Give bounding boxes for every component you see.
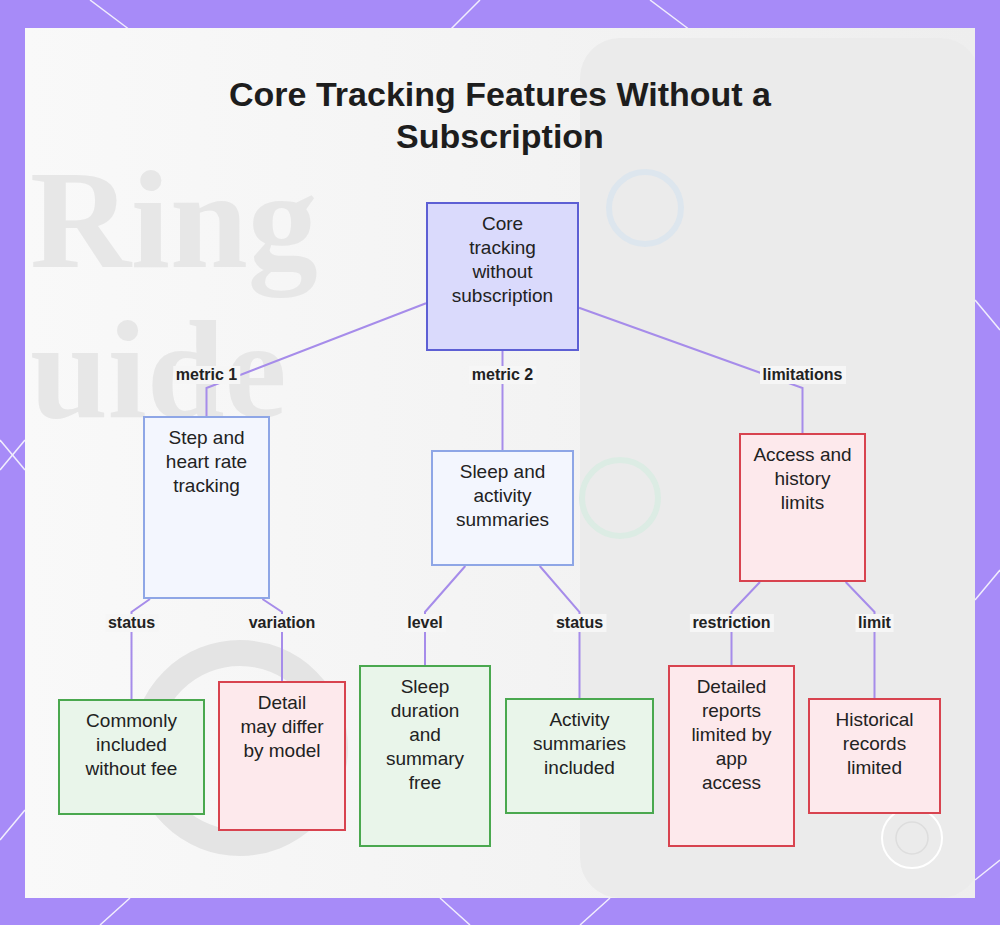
included-box: Commonly included without fee	[58, 699, 205, 815]
device-ring	[582, 460, 658, 536]
node-text: Sleep and activity summaries	[448, 460, 558, 532]
node-text: Sleep duration and summary free	[378, 675, 473, 795]
caveat-box: Historical records limited	[808, 698, 941, 814]
limit-box: Access and history limits	[739, 433, 866, 582]
connector-line	[846, 582, 875, 698]
edge-label: limit	[855, 614, 894, 632]
edge-label: metric 2	[469, 366, 536, 384]
caveat-box: Detail may differ by model	[218, 681, 346, 831]
edge-label: restriction	[689, 614, 773, 632]
edge-label: status	[553, 614, 606, 632]
caveat-box: Detailed reports limited by app access	[668, 665, 795, 847]
node-text: Detailed reports limited by app access	[687, 675, 777, 795]
root-box: Core tracking without subscription	[426, 202, 579, 351]
category-box: Sleep and activity summaries	[431, 450, 574, 566]
logo-circle	[882, 808, 942, 868]
connector-line	[207, 303, 427, 416]
edge-label: status	[105, 614, 158, 632]
connector-line	[262, 599, 282, 681]
node-text: Activity summaries included	[525, 708, 635, 780]
included-box: Activity summaries included	[505, 698, 654, 814]
edge-label: metric 1	[173, 366, 240, 384]
edge-label: limitations	[759, 366, 845, 384]
node-text: Step and heart rate tracking	[152, 426, 262, 498]
logo-inner	[896, 822, 928, 854]
diagram-title: Core Tracking Features Without a Subscri…	[200, 73, 800, 157]
device-ring	[609, 172, 681, 244]
node-text: Commonly included without fee	[86, 709, 178, 781]
edge-label: level	[404, 614, 446, 632]
connector-line	[540, 566, 580, 698]
category-box: Step and heart rate tracking	[143, 416, 270, 599]
node-text: Core tracking without subscription	[448, 212, 558, 308]
included-box: Sleep duration and summary free	[359, 665, 491, 847]
node-text: Access and history limits	[753, 443, 853, 515]
node-text: Historical records limited	[820, 708, 930, 780]
node-text: Detail may differ by model	[239, 691, 325, 763]
background-word: Ring	[30, 150, 318, 290]
edge-label: variation	[246, 614, 319, 632]
